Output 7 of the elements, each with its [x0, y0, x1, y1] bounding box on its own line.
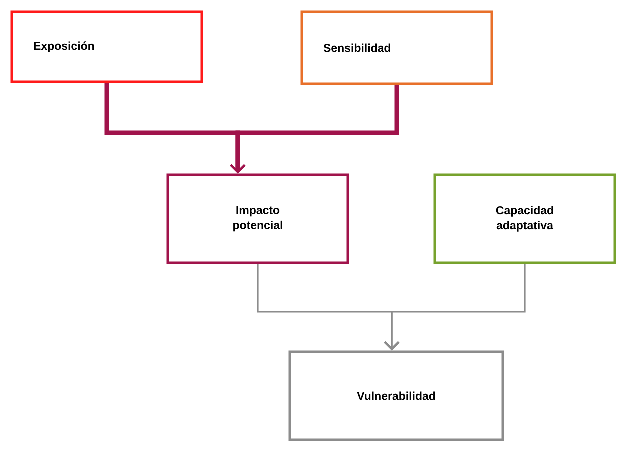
concept-box: Vulnerabilidad — [288, 350, 504, 442]
concept-box: Capacidad adaptativa — [434, 174, 616, 264]
connector-arrow — [230, 85, 400, 174]
concept-box: Exposición — [10, 10, 204, 84]
connector-arrow — [384, 264, 526, 351]
concept-box: Sensibilidad — [300, 10, 494, 86]
concept-box: Impacto potencial — [166, 174, 350, 264]
